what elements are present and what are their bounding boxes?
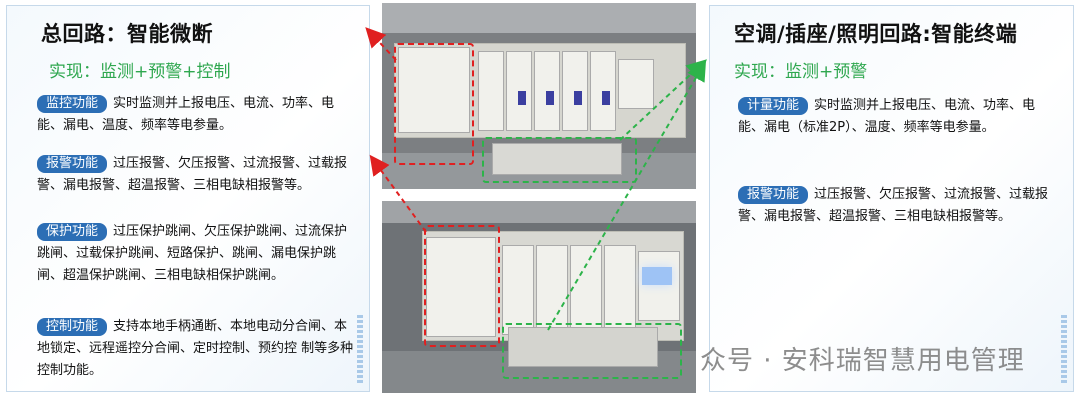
bottom-smart-terminals: [508, 327, 658, 367]
green-highlight-terminals: [482, 137, 637, 183]
right-panel-subtitle: 实现：监测+预警: [734, 62, 868, 82]
main-smart-breaker: [398, 47, 470, 133]
feature-tag: 监控功能: [37, 95, 108, 113]
feature-text: 支持本地手柄通断、本地电动分合闸、本地锁定、远程遥控分合闸、定时控制、预约控 制…: [37, 319, 354, 378]
feature-tag: 控制功能: [37, 318, 108, 336]
left-panel-title: 总回路：智能微断: [41, 22, 213, 46]
feature-protect: 保护功能过压保护跳闸、欠压保护跳闸、过流保护跳闸、过载保护跳闸、短路保护、跳闸、…: [37, 221, 355, 287]
red-highlight-breaker: [394, 43, 474, 165]
corner-stripes-decoration: [1061, 313, 1067, 383]
corner-stripes-decoration: [357, 313, 363, 383]
right-panel-title: 空调/插座/照明回路:智能终端: [734, 22, 1018, 46]
feature-alarm: 报警功能过压报警、欠压报警、过流报警、过载报警、漏电报警、超温报警、三相电缺相报…: [738, 184, 1056, 228]
feature-text: 过压报警、欠压报警、过流报警、过载报警、漏电报警、超温报警、三相电缺相报警等。: [738, 187, 1049, 224]
left-panel-subtitle: 实现：监测+预警+控制: [49, 62, 231, 82]
feature-text: 过压保护跳闸、欠压保护跳闸、过流保护跳闸、过载保护跳闸、短路保护、跳闸、漏电保护…: [37, 224, 348, 283]
feature-monitor: 监控功能实时监测并上报电压、电流、功率、电能、漏电、温度、频率等电参量。: [37, 93, 355, 137]
lcd-display: [642, 267, 672, 285]
green-highlight-terminals: [502, 323, 682, 379]
right-info-panel: 空调/插座/照明回路:智能终端 实现：监测+预警 计量功能实时监测并上报电压、电…: [709, 5, 1074, 392]
feature-metering: 计量功能实时监测并上报电压、电流、功率、电能、漏电（标准2P）、温度、频率等电参…: [738, 95, 1056, 139]
feature-tag: 保护功能: [37, 223, 108, 241]
feature-text: 实时监测并上报电压、电流、功率、电能、漏电（标准2P）、温度、频率等电参量。: [738, 98, 1036, 135]
feature-tag: 报警功能: [738, 186, 809, 204]
distribution-box-photos: [382, 3, 696, 393]
feature-text: 过压报警、欠压报警、过流报警、过载报警、漏电报警、超温报警、三相电缺相报警等。: [37, 156, 348, 193]
terminal-box-photo: [382, 201, 696, 393]
main-breaker-box-photo: [382, 3, 696, 189]
bottom-smart-breaker: [426, 237, 496, 337]
left-info-panel: 总回路：智能微断 实现：监测+预警+控制 监控功能实时监测并上报电压、电流、功率…: [6, 5, 370, 392]
feature-control: 控制功能支持本地手柄通断、本地电动分合闸、本地锁定、远程遥控分合闸、定时控制、预…: [37, 316, 355, 382]
feature-tag: 计量功能: [738, 97, 809, 115]
red-highlight-breaker: [424, 225, 500, 347]
feature-alarm: 报警功能过压报警、欠压报警、过流报警、过载报警、漏电报警、超温报警、三相电缺相报…: [37, 153, 355, 197]
watermark-text: 众号 · 安科瑞智慧用电管理: [700, 346, 1025, 376]
feature-tag: 报警功能: [37, 155, 108, 173]
feature-text: 实时监测并上报电压、电流、功率、电能、漏电、温度、频率等电参量。: [37, 96, 335, 133]
